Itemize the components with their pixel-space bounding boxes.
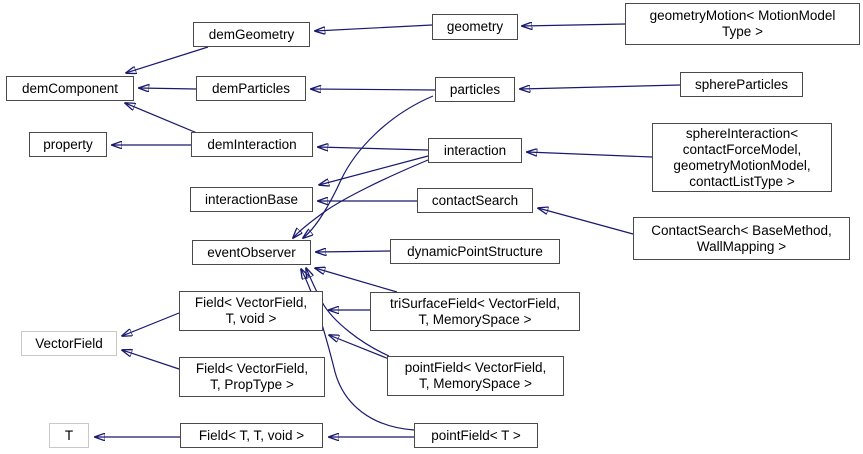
node-pointField-vectorfield[interactable]: pointField< VectorField, T, MemorySpace …: [387, 356, 564, 396]
node-dynamicPointStructure[interactable]: dynamicPointStructure: [390, 239, 560, 264]
node-field-vectorfield-void[interactable]: Field< VectorField, T, void >: [179, 291, 323, 331]
edge-triSurfaceField-to-eventObserver: [315, 268, 398, 293]
edge-sphereParticles-to-particles: [520, 84, 681, 89]
edge-fieldVectorPropType-to-VectorField: [122, 350, 180, 370]
edge-particles-to-demParticles: [311, 89, 436, 90]
edge-demGeometry-to-demComponent: [126, 46, 209, 73]
edge-geometry-to-demGeometry: [315, 24, 433, 31]
node-eventObserver[interactable]: eventObserver: [192, 240, 311, 265]
node-interaction[interactable]: interaction: [428, 138, 522, 163]
edge-geometryMotion-to-geometry: [522, 24, 626, 26]
edge-interaction-to-eventObserver: [293, 159, 429, 238]
node-field-vectorfield-proptype[interactable]: Field< VectorField, T, PropType >: [179, 357, 325, 397]
node-VectorField: VectorField: [21, 331, 117, 356]
edge-pointFieldVector-to-fieldVectorVoid: [329, 335, 390, 360]
node-triSurfaceField[interactable]: triSurfaceField< VectorField, T, MemoryS…: [370, 292, 580, 331]
node-field-t-t-void[interactable]: Field< T, T, void >: [180, 423, 323, 448]
node-demComponent[interactable]: demComponent: [6, 76, 134, 101]
edge-demParticles-to-demComponent: [139, 88, 197, 89]
node-demParticles[interactable]: demParticles: [196, 76, 306, 101]
edge-interaction-to-interactionBase: [319, 155, 429, 185]
node-T: T: [49, 423, 89, 448]
edge-fieldVectorVoid-to-VectorField: [122, 312, 180, 336]
node-property[interactable]: property: [29, 132, 107, 157]
node-particles[interactable]: particles: [435, 77, 515, 102]
node-sphereParticles[interactable]: sphereParticles: [680, 72, 803, 97]
edge-demInteraction-to-demComponent: [125, 103, 198, 134]
node-contactSearch[interactable]: contactSearch: [417, 188, 533, 213]
edge-sphereInteraction-to-interaction: [527, 152, 653, 158]
node-geometryMotion[interactable]: geometryMotion< MotionModel Type >: [625, 3, 860, 45]
edge-particles-to-eventObserver: [303, 95, 434, 238]
edge-ContactSearchT-to-contactSearch: [538, 208, 634, 235]
node-pointField-T[interactable]: pointField< T >: [414, 423, 538, 448]
edge-interaction-to-demInteraction: [318, 147, 429, 150]
edge-dynamicPointStructure-to-eventObserver: [316, 251, 391, 252]
node-geometry[interactable]: geometry: [432, 14, 518, 40]
node-ContactSearch-template[interactable]: ContactSearch< BaseMethod, WallMapping >: [633, 217, 850, 260]
node-demInteraction[interactable]: demInteraction: [191, 132, 313, 157]
node-interactionBase[interactable]: interactionBase: [190, 187, 313, 212]
node-sphereInteraction[interactable]: sphereInteraction< contactForceModel, ge…: [652, 123, 832, 192]
node-demGeometry[interactable]: demGeometry: [193, 22, 310, 47]
